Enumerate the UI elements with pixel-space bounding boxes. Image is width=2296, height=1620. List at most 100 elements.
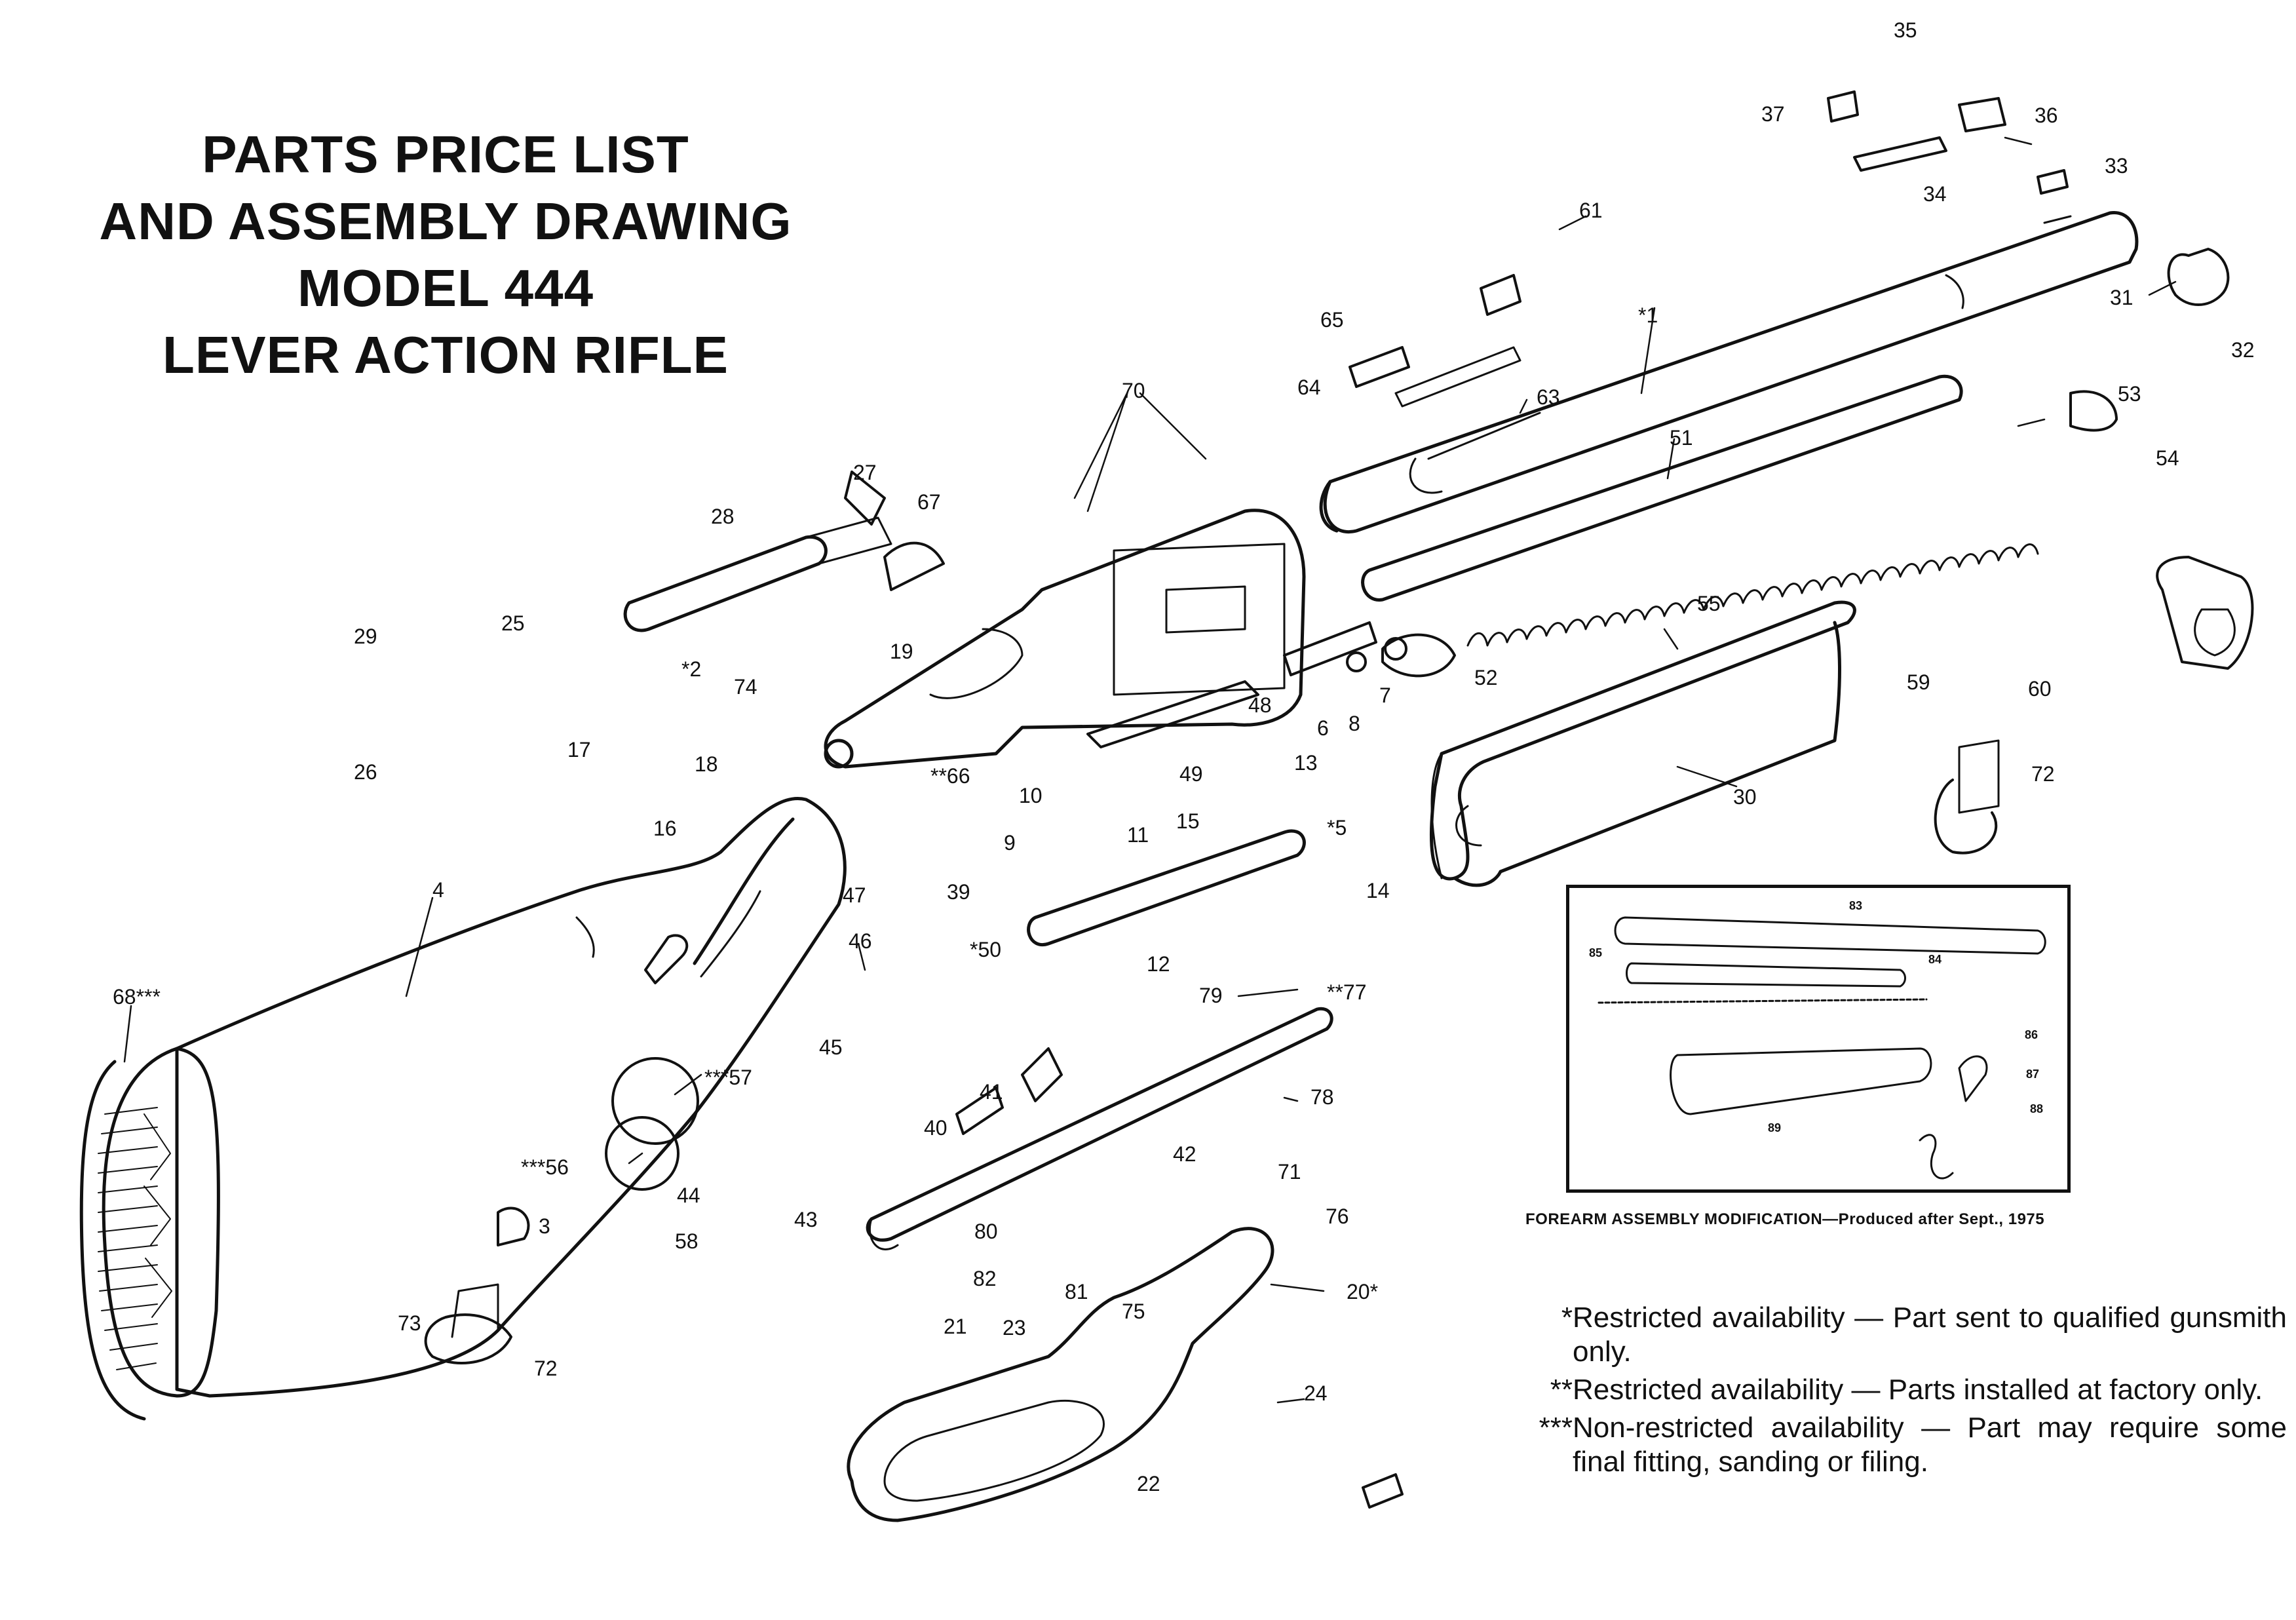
part-label-77: **77 <box>1327 980 1367 1004</box>
title-line-2: AND ASSEMBLY DRAWING <box>99 192 792 250</box>
title-line-4: LEVER ACTION RIFLE <box>163 326 729 384</box>
part-label-13: 13 <box>1294 751 1318 775</box>
inset-drawing <box>1598 916 2046 1180</box>
part-label-35: 35 <box>1894 18 1917 42</box>
part-label-82: 82 <box>973 1267 997 1290</box>
part-label-53: 53 <box>2118 382 2141 406</box>
note-mark: * <box>1561 1302 1573 1334</box>
part-label-40: 40 <box>924 1116 947 1140</box>
inset-label-83: 83 <box>1849 899 1863 912</box>
part-label-16: 16 <box>653 817 677 840</box>
note-row: ** Restricted availability — Parts insta… <box>1527 1373 2287 1407</box>
part-label-24: 24 <box>1304 1381 1328 1405</box>
inset-label-86: 86 <box>2025 1028 2038 1041</box>
part-label-11: 11 <box>1127 823 1149 847</box>
part-label-3: 3 <box>539 1214 550 1238</box>
lower-tang <box>866 1007 1333 1250</box>
part-label-42: 42 <box>1173 1142 1196 1166</box>
note-text: Restricted availability — Parts installe… <box>1573 1374 2263 1406</box>
part-label-27: 27 <box>853 461 877 484</box>
title-line-1: PARTS PRICE LIST <box>202 125 689 183</box>
part-label-66: **66 <box>930 764 970 788</box>
part-label-20: 20* <box>1347 1280 1379 1303</box>
part-label-71: 71 <box>1278 1160 1301 1184</box>
note-mark: *** <box>1539 1412 1573 1444</box>
availability-notes: * Restricted availability — Part sent to… <box>1527 1301 2287 1483</box>
part-label-14: 14 <box>1366 879 1390 902</box>
magazine-tube <box>1361 374 1963 602</box>
part-label-75: 75 <box>1122 1300 1145 1323</box>
part-label-7: 7 <box>1379 684 1391 707</box>
part-label-78: 78 <box>1311 1085 1334 1109</box>
note-text: Restricted availability — Part sent to q… <box>1573 1302 2287 1368</box>
inset-label-88: 88 <box>2030 1102 2044 1115</box>
part-label-45: 45 <box>819 1035 843 1059</box>
note-mark: ** <box>1550 1374 1573 1406</box>
part-label-37: 37 <box>1761 102 1785 126</box>
butt-plate <box>79 1047 220 1421</box>
part-label-72b: 72 <box>534 1357 558 1380</box>
note-row: * Restricted availability — Part sent to… <box>1527 1301 2287 1369</box>
part-label-52: 52 <box>1474 666 1498 689</box>
note-row: *** Non-restricted availability — Part m… <box>1527 1411 2287 1479</box>
part-label-8: 8 <box>1349 712 1360 735</box>
page-title: PARTS PRICE LIST AND ASSEMBLY DRAWING MO… <box>66 121 826 389</box>
part-label-54: 54 <box>2156 446 2179 470</box>
part-label-49: 49 <box>1179 762 1203 786</box>
title-line-3: MODEL 444 <box>297 259 594 317</box>
part-label-15: 15 <box>1176 809 1200 833</box>
part-label-76: 76 <box>1326 1205 1349 1228</box>
part-label-39: 39 <box>947 880 970 904</box>
part-label-81: 81 <box>1065 1280 1088 1303</box>
leader-lines <box>123 136 2177 1404</box>
part-label-47: 47 <box>843 883 866 907</box>
part-label-50: *50 <box>970 938 1002 961</box>
part-label-33: 33 <box>2105 154 2128 178</box>
part-label-70: 70 <box>1122 379 1145 402</box>
part-label-10: 10 <box>1019 784 1043 807</box>
part-label-59: 59 <box>1907 670 1930 694</box>
part-label-56: ***56 <box>521 1155 569 1179</box>
part-label-36: 36 <box>2035 104 2058 127</box>
part-label-31: 31 <box>2110 286 2133 309</box>
part-label-63: 63 <box>1537 385 1560 409</box>
part-label-65: 65 <box>1320 308 1344 332</box>
inset-label-89: 89 <box>1768 1121 1782 1134</box>
part-label-68: 68*** <box>113 985 161 1009</box>
part-label-60: 60 <box>2028 677 2052 701</box>
part-label-64: 64 <box>1297 376 1321 399</box>
inset-label-85: 85 <box>1589 946 1603 959</box>
forearm <box>1429 600 1856 887</box>
part-label-5: *5 <box>1327 816 1347 839</box>
small-parts <box>424 90 2254 1509</box>
part-label-28: 28 <box>711 505 735 528</box>
magazine-spring <box>1466 543 2039 647</box>
part-label-2: *2 <box>681 657 702 681</box>
part-label-4: 4 <box>432 878 444 902</box>
part-label-34: 34 <box>1923 182 1947 206</box>
part-label-80: 80 <box>974 1220 998 1243</box>
part-label-74: 74 <box>734 675 757 699</box>
inset-label-84: 84 <box>1928 953 1942 966</box>
part-label-44: 44 <box>677 1184 700 1207</box>
part-label-72a: 72 <box>2031 762 2055 786</box>
inset-label-87: 87 <box>2026 1068 2040 1081</box>
bolt <box>623 516 892 632</box>
part-label-29: 29 <box>354 625 377 648</box>
part-label-6: 6 <box>1317 716 1329 740</box>
part-label-43: 43 <box>794 1208 818 1231</box>
buttstock <box>175 797 847 1398</box>
part-label-67: 67 <box>917 490 941 514</box>
part-label-1: *1 <box>1638 303 1658 327</box>
part-label-73: 73 <box>398 1311 421 1335</box>
part-label-17: 17 <box>567 738 591 762</box>
part-label-25: 25 <box>501 611 525 635</box>
part-label-79: 79 <box>1199 984 1223 1007</box>
part-label-21: 21 <box>944 1315 967 1338</box>
barrel <box>1319 211 2139 533</box>
part-label-23: 23 <box>1003 1316 1026 1340</box>
part-label-48: 48 <box>1248 693 1272 717</box>
part-label-51: 51 <box>1670 426 1693 450</box>
part-label-18: 18 <box>695 752 718 776</box>
